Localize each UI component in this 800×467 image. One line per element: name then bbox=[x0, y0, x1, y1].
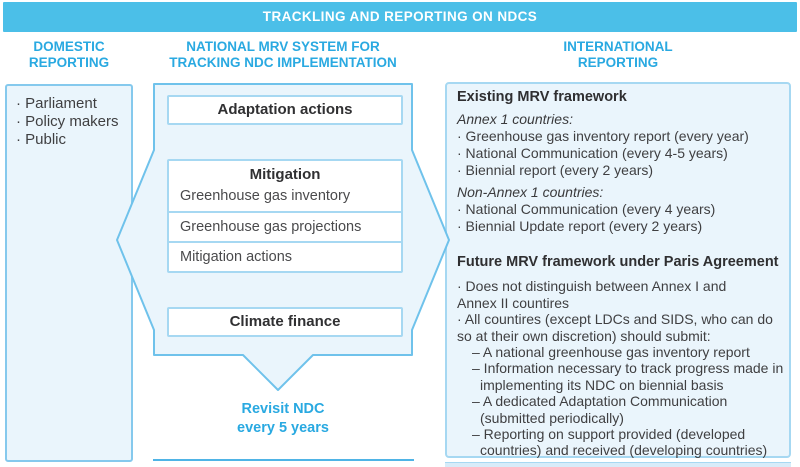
sub-list-item-continuation: countries) and received (developing coun… bbox=[480, 442, 768, 459]
sub-list-item-continuation: (submitted periodically) bbox=[480, 409, 624, 426]
sub-list-item: – A dedicated Adaptation Communication bbox=[472, 393, 728, 410]
sub-list-item-continuation: implementing its NDC on biennial basis bbox=[480, 376, 724, 393]
heading-line: INTERNATIONAL bbox=[563, 39, 673, 54]
mitigation-row-group: Mitigation Greenhouse gas inventory bbox=[169, 161, 401, 211]
cutoff-box-middle bbox=[153, 459, 414, 467]
mitigation-box: Mitigation Greenhouse gas inventory Gree… bbox=[167, 159, 403, 273]
nonannex1-label: Non-Annex 1 countries: bbox=[457, 184, 604, 200]
adaptation-actions-box: Adaptation actions bbox=[167, 95, 403, 125]
climate-finance-box: Climate finance bbox=[167, 307, 403, 337]
heading-line: NATIONAL MRV SYSTEM FOR bbox=[186, 39, 380, 54]
heading-line: DOMESTIC bbox=[33, 39, 105, 54]
list-item: · Public bbox=[16, 131, 67, 148]
list-item-continuation: so at their own discretion) should submi… bbox=[457, 327, 711, 344]
mitigation-title: Mitigation bbox=[249, 166, 321, 183]
mitigation-row: Mitigation actions bbox=[169, 241, 401, 271]
heading-line: REPORTING bbox=[577, 55, 659, 70]
future-mrv-title: Future MRV framework under Paris Agreeme… bbox=[457, 254, 779, 270]
annex1-label: Annex 1 countries: bbox=[457, 111, 573, 127]
heading-line: REPORTING bbox=[28, 55, 110, 70]
sub-list-item: – A national greenhouse gas inventory re… bbox=[472, 344, 750, 360]
list-item: · Biennial report (every 2 years) bbox=[457, 162, 654, 178]
international-reporting-heading: INTERNATIONAL REPORTING bbox=[445, 39, 791, 71]
list-item: · National Communication (every 4 years) bbox=[457, 201, 716, 217]
revisit-line: Revisit NDC bbox=[241, 401, 325, 417]
list-item: · Greenhouse gas inventory report (every… bbox=[457, 128, 749, 144]
list-item-continuation: Annex II countires bbox=[457, 294, 570, 311]
sub-list-item: – Reporting on support provided (develop… bbox=[472, 426, 746, 443]
list-item: · All countires (except LDCs and SIDS, w… bbox=[457, 311, 773, 327]
list-item: · Biennial Update report (every 2 years) bbox=[457, 218, 703, 234]
revisit-ndc-note: Revisit NDC every 5 years bbox=[153, 400, 413, 438]
domestic-reporting-box: · Parliament · Policy makers · Public bbox=[5, 84, 133, 462]
list-item: · National Communication (every 4-5 year… bbox=[457, 145, 728, 161]
mitigation-row: Greenhouse gas inventory bbox=[180, 188, 351, 204]
heading-line: TRACKING NDC IMPLEMENTATION bbox=[169, 55, 397, 70]
diagram-title-banner: TRACKLING AND REPORTING ON NDCS bbox=[3, 2, 797, 32]
list-item: · Does not distinguish between Annex I a… bbox=[457, 278, 727, 294]
domestic-reporting-heading: DOMESTIC REPORTING bbox=[5, 39, 133, 71]
cutoff-box-right bbox=[445, 462, 791, 467]
international-reporting-box: Existing MRV framework Annex 1 countries… bbox=[445, 82, 791, 458]
sub-list-item: – Information necessary to track progres… bbox=[472, 360, 784, 377]
list-item: · Parliament bbox=[16, 95, 97, 112]
existing-mrv-title: Existing MRV framework bbox=[457, 89, 627, 105]
list-item: · Policy makers bbox=[16, 113, 119, 130]
revisit-line: every 5 years bbox=[237, 420, 329, 436]
mitigation-row: Greenhouse gas projections bbox=[169, 211, 401, 241]
national-mrv-heading: NATIONAL MRV SYSTEM FOR TRACKING NDC IMP… bbox=[153, 39, 413, 71]
